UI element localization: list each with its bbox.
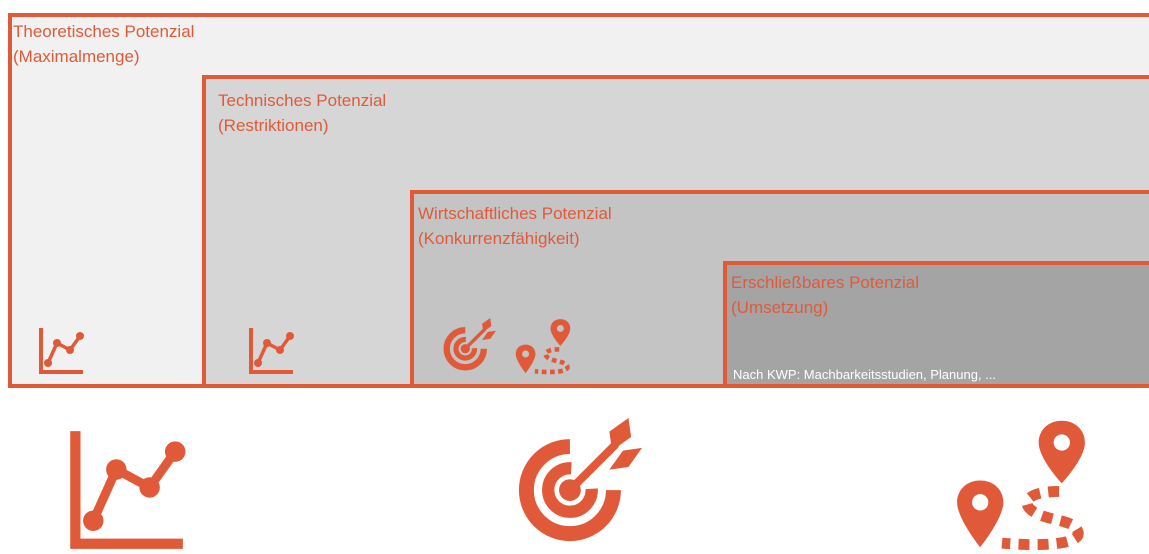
theoretical-potential-title: Theoretisches Potenzial <box>13 22 195 41</box>
accessible-potential-subtitle: (Umsetzung) <box>731 298 829 317</box>
target-icon <box>438 318 496 376</box>
technical-potential-label: Technisches Potenzial (Restriktionen) <box>218 88 386 138</box>
line-chart-icon <box>244 326 296 376</box>
accessible-potential-box <box>723 261 1149 388</box>
technical-potential-title: Technisches Potenzial <box>218 91 387 110</box>
economic-potential-label: Wirtschaftliches Potenzial (Konkurrenzfä… <box>418 201 612 251</box>
economic-potential-subtitle: (Konkurrenzfähigkeit) <box>418 229 580 248</box>
accessible-potential-note: Nach KWP: Machbarkeitsstudien, Planung, … <box>733 367 997 382</box>
accessible-potential-title: Erschließbares Potenzial <box>731 273 920 292</box>
economic-potential-title: Wirtschaftliches Potenzial <box>418 204 612 223</box>
theoretical-potential-label: Theoretisches Potenzial (Maximalmenge) <box>13 19 194 69</box>
technical-potential-subtitle: (Restriktionen) <box>218 116 329 135</box>
route-icon <box>950 418 1092 554</box>
route-icon <box>514 318 572 376</box>
accessible-potential-label: Erschließbares Potenzial (Umsetzung) <box>731 270 919 320</box>
line-chart-icon <box>34 326 86 376</box>
line-chart-icon <box>60 426 188 554</box>
target-icon <box>501 418 647 554</box>
theoretical-potential-subtitle: (Maximalmenge) <box>13 47 140 66</box>
